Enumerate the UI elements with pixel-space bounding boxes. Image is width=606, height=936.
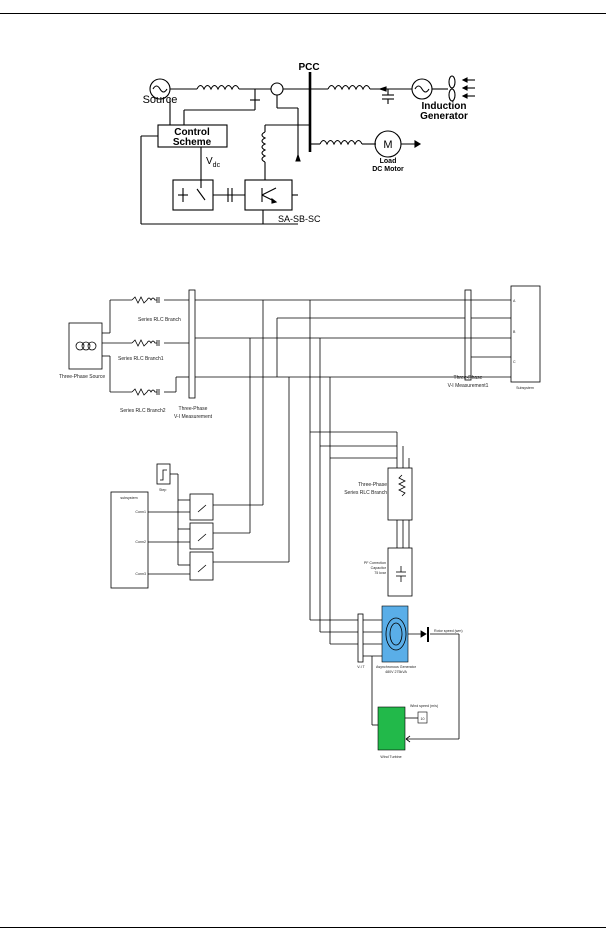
- source-inductor: [196, 84, 240, 91]
- vi-meas-label-2: V-I Measurement: [174, 414, 213, 420]
- motor-letter: M: [383, 139, 392, 151]
- vi-measurement1-block: [464, 289, 472, 381]
- wind-value: 10: [421, 717, 425, 721]
- rlc-branch-3: [131, 388, 160, 396]
- pf-cap-label-1: PF Correction: [364, 561, 386, 565]
- wind-speed-constant: [417, 711, 428, 724]
- breaker-block-b: [189, 522, 214, 550]
- breaker-block-c: [189, 551, 214, 581]
- wind-turbine-label: Wind Turbine: [380, 755, 401, 759]
- simulink-labels: Series RLC Branch Series RLC Branch1 Ser…: [59, 299, 534, 759]
- conn2-label: Conn2: [135, 540, 146, 544]
- load-label-2: DC Motor: [372, 166, 404, 173]
- port-a-label: A: [513, 299, 516, 303]
- switch-signal-label: SA-SB-SC: [278, 214, 321, 224]
- pf-capacitor-block: [387, 547, 413, 597]
- load-label-1: Load: [380, 158, 397, 165]
- conn3-label: Conn3: [135, 572, 146, 576]
- step-block: [156, 463, 171, 485]
- source-label: Source: [143, 94, 178, 106]
- vi-measurement-block: [188, 289, 196, 399]
- rlc-branch-label-2: Series RLC Branch: [344, 490, 387, 496]
- three-phase-source-label: Three-Phase Source: [59, 374, 105, 380]
- rlc3-label: Series RLC Branch2: [120, 408, 166, 414]
- power-schematic: [140, 72, 475, 225]
- rlc1-label: Series RLC Branch: [138, 317, 181, 323]
- conn1-label: Conn1: [135, 510, 146, 514]
- current-sensor: [270, 82, 284, 96]
- port-b-label: B: [513, 330, 516, 334]
- top-rule: [0, 13, 606, 14]
- vit-block: [357, 613, 364, 663]
- coupling-inductor: [261, 131, 267, 163]
- pcc-label: PCC: [298, 62, 319, 73]
- control-label-2: Scheme: [173, 137, 212, 148]
- induction-label-1: Induction: [422, 101, 467, 112]
- inverter-block: [244, 179, 293, 211]
- async-label-1: Asynchronous Generator: [376, 665, 417, 669]
- subsystem-label: Subsystem: [516, 386, 534, 390]
- async-generator-block: [381, 605, 409, 663]
- vit-label: V-I T: [357, 665, 365, 669]
- wind-turbine-block: [377, 706, 406, 751]
- vi-meas1-label-1: Three-Phase: [454, 375, 483, 381]
- wind-speed-label: Wind speed (m/s): [410, 704, 438, 708]
- step-label: Step: [159, 488, 166, 492]
- induction-label-2: Generator: [420, 111, 468, 122]
- rlc2-label: Series RLC Branch1: [118, 356, 164, 362]
- turbine-blade-icon: [448, 75, 456, 89]
- schematic-labels: PCC Source Control Scheme Vdc Induction …: [143, 62, 468, 224]
- rlc-branch-1: [131, 296, 160, 304]
- subsystem-left-block: [110, 491, 149, 589]
- subsystem-block: [510, 285, 541, 383]
- three-phase-rlc-block: [387, 467, 413, 521]
- breaker-block-a: [189, 493, 214, 521]
- control-label-1: Control: [174, 127, 210, 138]
- rlc-branch-2: [131, 339, 160, 347]
- rlc-branch-label-1: Three-Phase: [358, 482, 387, 488]
- three-phase-source-block: [68, 322, 103, 370]
- bottom-rule: [0, 927, 606, 928]
- pf-cap-label-2: Capacitor: [371, 566, 387, 570]
- generator-inductor: [327, 84, 371, 91]
- port-c-label: C: [513, 360, 516, 364]
- rotor-speed-label: Rotor speed (wm): [434, 629, 463, 633]
- pf-cap-label-3: 75 kvar: [374, 571, 387, 575]
- generator-outputs: [405, 627, 460, 743]
- vi-meas-label-1: Three-Phase: [179, 406, 208, 412]
- simulink-model: [68, 285, 541, 726]
- vi-meas1-label-2: V-I Measurement1: [448, 383, 489, 389]
- vdc-label: Vdc: [206, 156, 221, 169]
- async-label-2: 480V 275kVA: [385, 670, 407, 674]
- subsystem-left-label: subsystem: [120, 496, 137, 500]
